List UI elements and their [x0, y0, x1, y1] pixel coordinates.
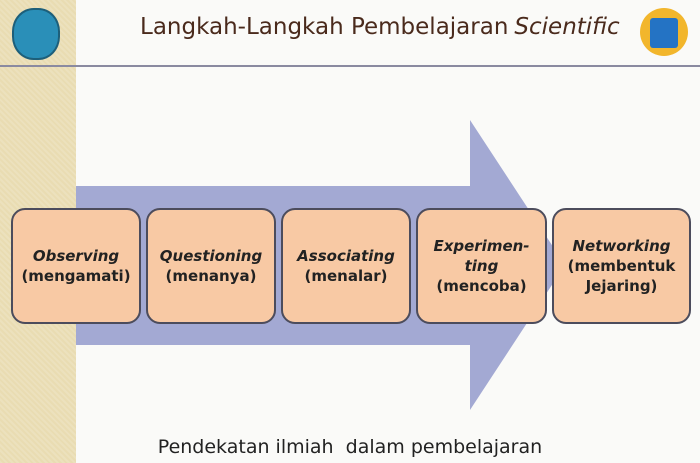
step-observing: Observing(mengamati) — [11, 208, 141, 324]
step-questioning: Questioning(menanya) — [146, 208, 276, 324]
header-divider — [0, 65, 700, 67]
step-associating: Associating(menalar) — [281, 208, 411, 324]
kurikulum-2013-logo — [640, 8, 688, 56]
ministry-logo — [12, 8, 60, 60]
step-networking: Networking(membentuk Jejaring) — [552, 208, 691, 324]
caption: Pendekatan ilmiah dalam pembelajaran — [157, 436, 543, 458]
step-experimenting: Experimen- ting(mencoba) — [416, 208, 547, 324]
